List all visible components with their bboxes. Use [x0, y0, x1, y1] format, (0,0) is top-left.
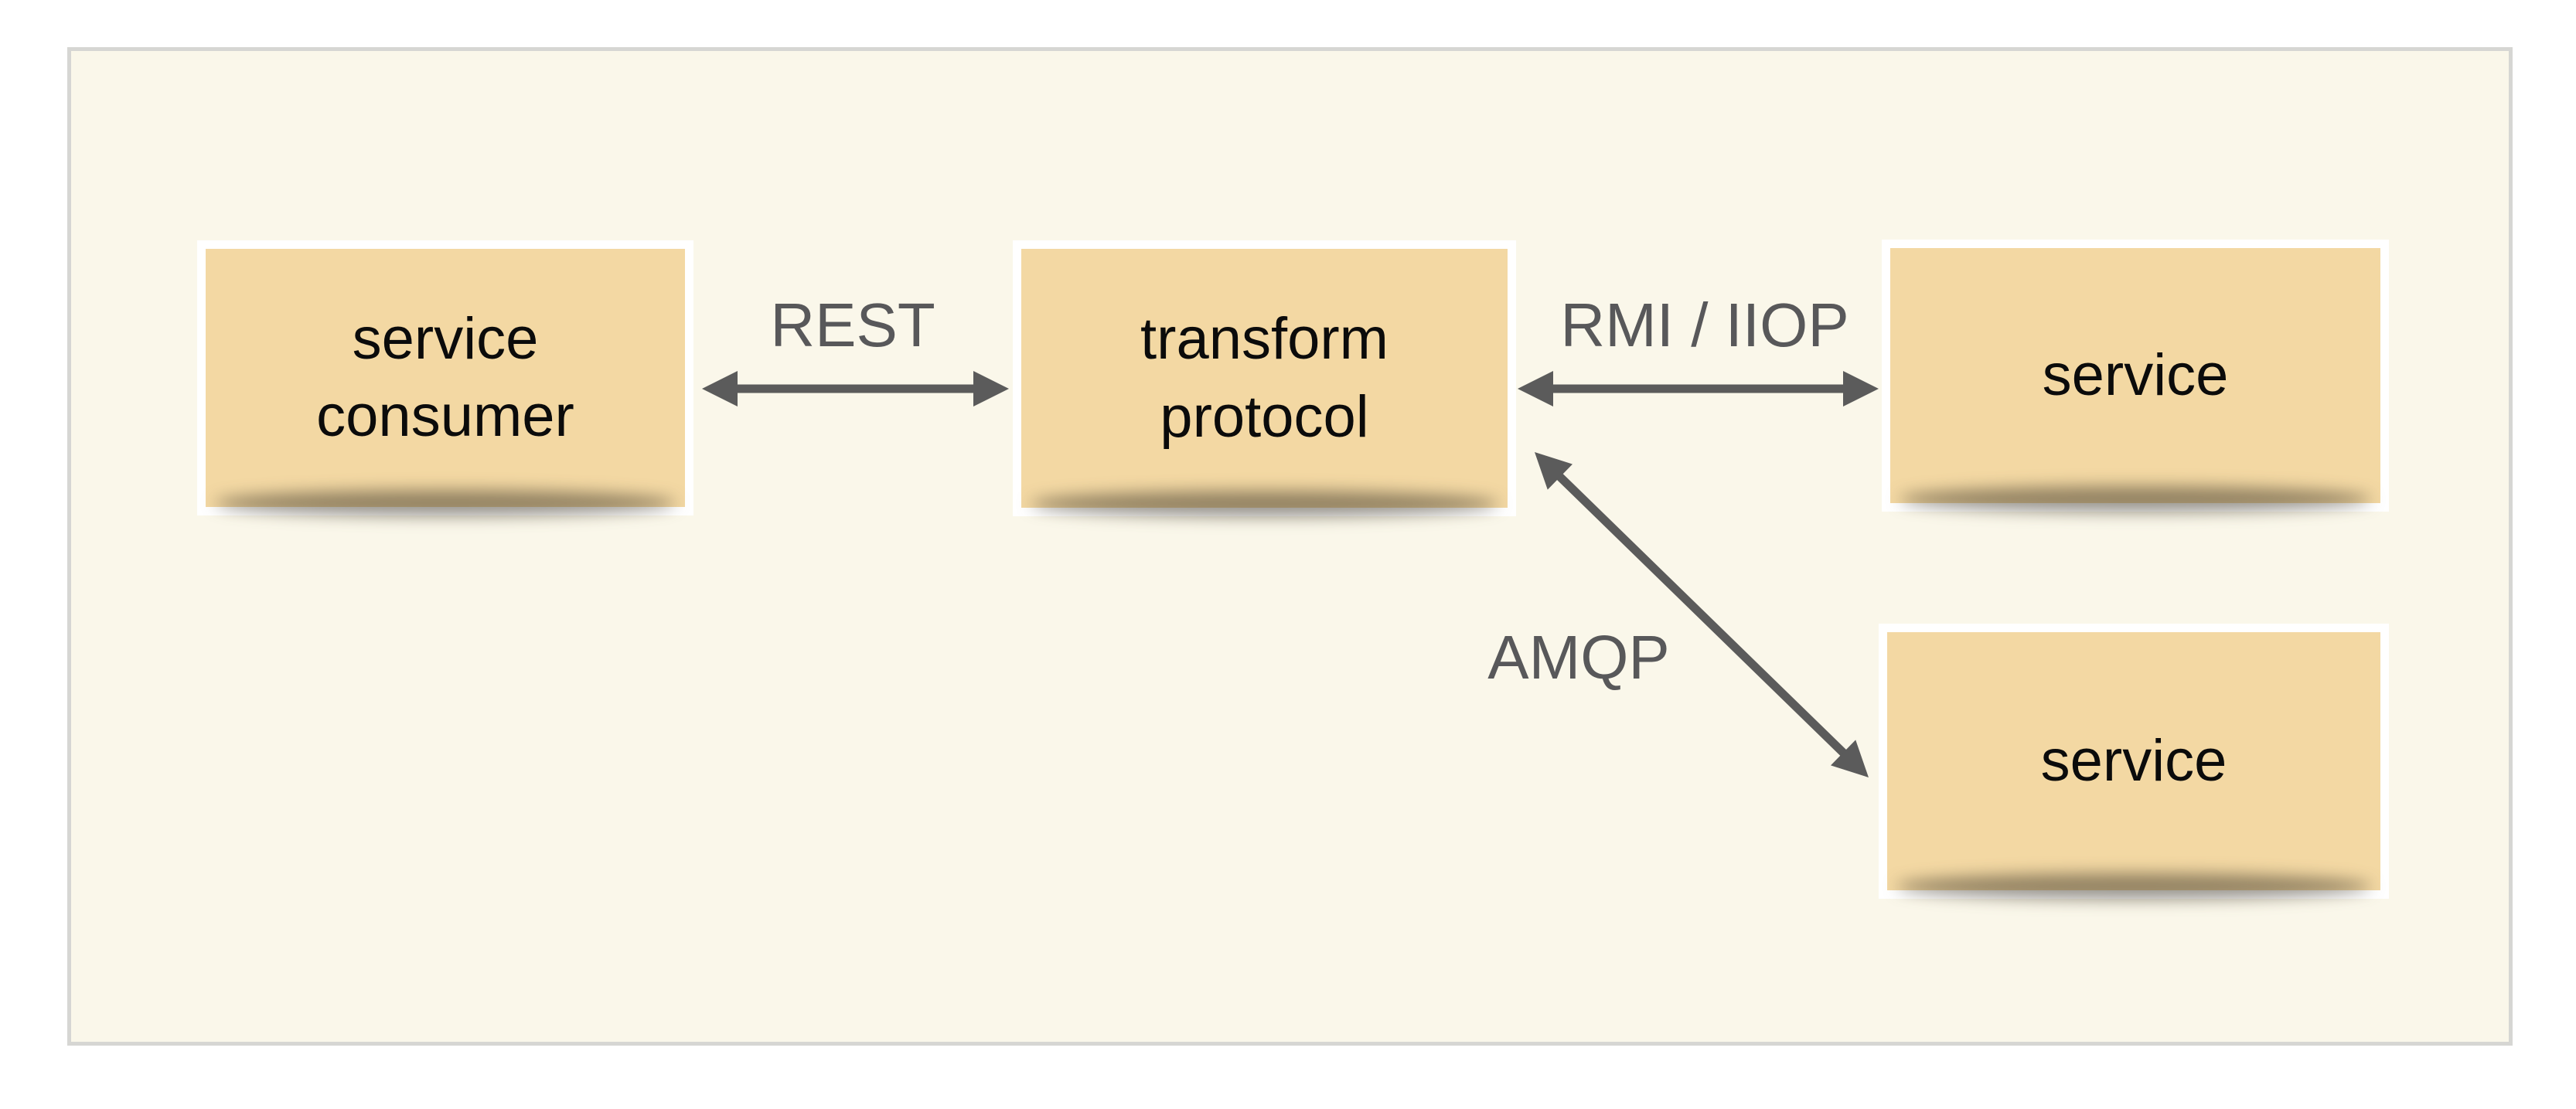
- node-service-bottom: service: [1879, 624, 2389, 899]
- node-transform-protocol: transform protocol: [1013, 240, 1516, 516]
- edge-label-rmi-iiop: RMI / IIOP: [1560, 291, 1849, 359]
- double-arrow-rmi-iiop: [1518, 371, 1879, 407]
- node-service-top: service: [1882, 240, 2389, 512]
- double-arrow-amqp: [1535, 452, 1869, 777]
- edge-label-amqp: AMQP: [1487, 623, 1670, 692]
- node-service-top-label: service: [2042, 342, 2229, 408]
- node-service-consumer: service consumer: [197, 240, 693, 515]
- node-service-bottom-label: service: [2040, 727, 2227, 794]
- node-transform-protocol-label: transform protocol: [1140, 306, 1389, 450]
- edge-label-rest: REST: [770, 291, 935, 359]
- node-service-consumer-label: service consumer: [316, 305, 574, 449]
- double-arrow-rest: [702, 371, 1009, 407]
